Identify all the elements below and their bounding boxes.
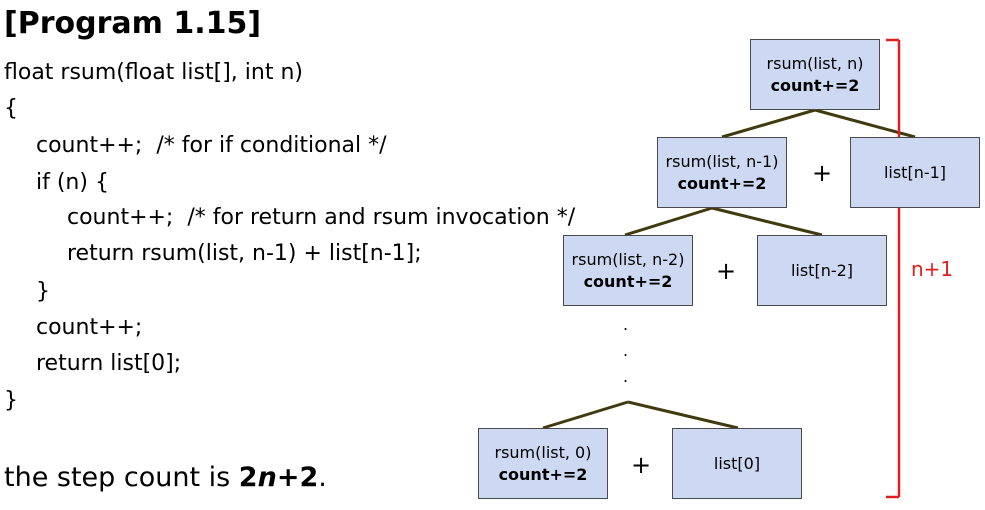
code-line-return-rsum: return rsum(list, n-1) + list[n-1]; (67, 241, 422, 266)
list-label: list[n-2] (790, 260, 854, 280)
count-label: count+=2 (770, 75, 860, 95)
plus-sign: + (812, 159, 833, 187)
connector-n1-right (711, 206, 823, 237)
code-line-count-final: count++; (36, 315, 143, 340)
code-line-count-if: count++; /* for if conditional */ (36, 133, 387, 158)
count-label: count+=2 (498, 464, 588, 484)
list-node-n-1: list[n-1] (850, 137, 980, 208)
ellipsis-dot: . (623, 367, 629, 386)
count-label: count+=2 (583, 271, 673, 291)
ellipsis-dot: . (623, 341, 629, 360)
step-count-period: . (318, 462, 327, 493)
connector-0-right (627, 400, 739, 430)
call-label: rsum(list, 0) (494, 442, 592, 462)
call-node-rsum-n: rsum(list, n) count+=2 (750, 39, 880, 110)
call-node-rsum-n-2: rsum(list, n-2) count+=2 (563, 235, 693, 306)
code-line-close-brace: } (4, 388, 18, 413)
list-label: list[0] (713, 453, 761, 473)
code-line-open-brace: { (4, 96, 18, 121)
call-label: rsum(list, n-2) (571, 249, 685, 269)
call-node-rsum-0: rsum(list, 0) count+=2 (478, 428, 608, 499)
count-label: count+=2 (677, 173, 767, 193)
code-line-if: if (n) { (36, 170, 109, 195)
program-title: [Program 1.15] (4, 6, 262, 41)
code-line-signature: float rsum(float list[], int n) (4, 60, 303, 85)
step-count-formula: 2n+2 (238, 462, 319, 493)
connector-0-left (542, 400, 629, 430)
code-line-return-list: return list[0]; (36, 351, 182, 376)
depth-bracket (886, 38, 901, 499)
connector-n-left (721, 108, 816, 139)
plus-sign: + (631, 451, 652, 479)
depth-label: n+1 (911, 257, 954, 281)
step-count-prefix: the step count is (4, 462, 239, 493)
ellipsis-dot: . (623, 315, 629, 334)
step-count-statement: the step count is 2n+2. (4, 462, 327, 493)
code-line-close-if: } (36, 279, 50, 304)
list-label: list[n-1] (883, 162, 947, 182)
list-node-0: list[0] (672, 428, 802, 499)
call-node-rsum-n-1: rsum(list, n-1) count+=2 (657, 137, 787, 208)
plus-sign: + (716, 257, 737, 285)
list-node-n-2: list[n-2] (757, 235, 887, 306)
call-label: rsum(list, n-1) (665, 151, 779, 171)
code-line-count-return: count++; /* for return and rsum invocati… (67, 205, 576, 230)
call-label: rsum(list, n) (766, 53, 864, 73)
connector-n1-left (624, 206, 713, 237)
